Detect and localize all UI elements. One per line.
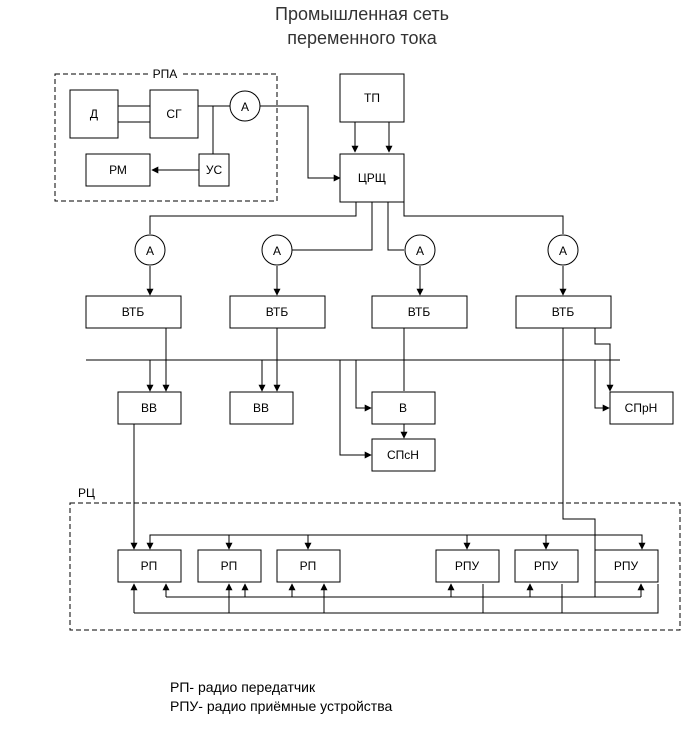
block-crsch-label: ЦРЩ (358, 171, 386, 185)
block-vtb-3: ВТБ (371, 295, 468, 329)
ammeter-4: A (547, 234, 579, 266)
block-tp: ТП (339, 73, 405, 123)
block-sg: СГ (149, 89, 199, 139)
block-sprn-label: СПрН (625, 401, 658, 415)
block-rpu-3: РПУ (594, 549, 659, 583)
block-vtb-2-label: ВТБ (266, 305, 289, 319)
block-v: В (371, 391, 436, 425)
legend-line1: РП- радио передатчик (170, 679, 316, 695)
crsch-a2-line (292, 202, 373, 251)
ammeter-1: A (134, 234, 166, 266)
block-vtb-3-label: ВТБ (408, 305, 431, 319)
diagram-title-line2: переменного тока (287, 28, 438, 48)
block-sg-label: СГ (166, 107, 182, 121)
rc-group-label: РЦ (78, 486, 95, 500)
block-spsn: СПсН (371, 438, 436, 472)
ammeter-0-label: A (241, 100, 249, 114)
block-rm: РМ (85, 153, 151, 187)
block-vv-1-label: ВВ (141, 401, 157, 415)
block-rpu-1: РПУ (435, 549, 500, 583)
block-spsn-label: СПсН (387, 448, 419, 462)
block-d-label: Д (90, 107, 98, 121)
block-vv-2-label: ВВ (253, 401, 269, 415)
ammeter-0: A (229, 90, 261, 122)
ammeter-2: A (261, 234, 293, 266)
rc-top-bus (149, 534, 643, 549)
bus-spsn-arrow (339, 360, 372, 459)
ammeter-2-label: A (273, 244, 281, 258)
block-vtb-4-label: ВТБ (552, 305, 575, 319)
diagram-title-line1: Промышленная сеть (275, 4, 449, 24)
block-vtb-1-label: ВТБ (122, 305, 145, 319)
crsch-a1-line (149, 202, 357, 234)
block-vv-1: ВВ (117, 391, 182, 425)
block-rp-1: РП (117, 549, 182, 583)
block-vtb-1: ВТБ (85, 295, 182, 329)
ammeter-crsch-arrow (260, 105, 341, 182)
block-rp-2: РП (197, 549, 262, 583)
block-tp-label: ТП (364, 91, 380, 105)
rc-bottom-bus-2 (134, 584, 659, 614)
rc-group-border (69, 502, 681, 631)
bus-sprn-arrow (594, 360, 610, 412)
ammeter-4-label: A (559, 244, 567, 258)
block-rpu-1-label: РПУ (455, 559, 480, 573)
crsch-a4-line (403, 202, 564, 234)
block-rp-3-label: РП (300, 559, 317, 573)
ammeter-3-label: A (416, 244, 424, 258)
block-crsch: ЦРЩ (339, 153, 405, 203)
block-rp-2-label: РП (221, 559, 238, 573)
crsch-a3-line (387, 202, 404, 251)
block-vv-2: ВВ (229, 391, 294, 425)
block-rm-label: РМ (109, 163, 127, 177)
block-vtb-4: ВТБ (515, 295, 612, 329)
rpa-label-bg (150, 68, 180, 80)
ammeter-1-label: A (146, 244, 154, 258)
block-v-label: В (399, 401, 407, 415)
ammeter-3: A (404, 234, 436, 266)
rpa-group-label: РПА (153, 67, 178, 81)
block-rp-1-label: РП (141, 559, 158, 573)
block-us: УС (198, 153, 230, 187)
legend-line2: РПУ- радио приёмные устройства (170, 698, 392, 714)
block-rpu-2-label: РПУ (534, 559, 559, 573)
block-us-label: УС (206, 163, 223, 177)
rpa-group-border (54, 73, 278, 202)
block-rpu-2: РПУ (514, 549, 579, 583)
bus-v-arrow (355, 360, 372, 412)
block-d: Д (69, 89, 119, 139)
block-sprn: СПрН (609, 391, 674, 425)
vtb4-sprn-arrow (594, 328, 614, 392)
block-rpu-3-label: РПУ (614, 559, 639, 573)
block-vtb-2: ВТБ (229, 295, 326, 329)
block-rp-3: РП (276, 549, 341, 583)
